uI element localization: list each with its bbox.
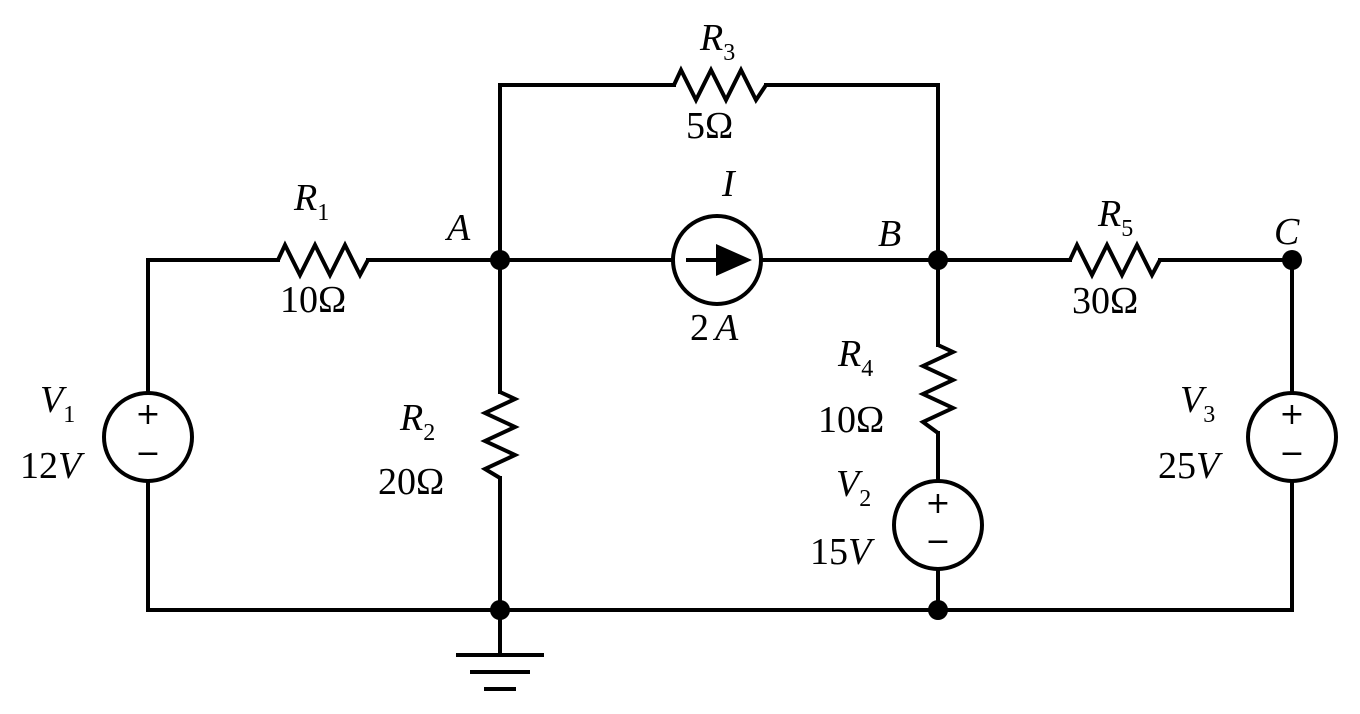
v1-plus-sign: + bbox=[135, 397, 160, 432]
resistor-r2 bbox=[480, 390, 520, 480]
v2-value: 15V bbox=[810, 531, 875, 573]
wire-v1-to-r1 bbox=[146, 258, 280, 395]
current-source-i bbox=[671, 214, 763, 306]
v3-value: 25V bbox=[1158, 445, 1223, 487]
v1-minus-sign: − bbox=[135, 436, 160, 471]
node-dot-a bbox=[490, 250, 510, 270]
voltage-source-v3: + − bbox=[1246, 391, 1338, 483]
resistor-r5 bbox=[1068, 240, 1162, 280]
r5-label: R5 bbox=[1097, 193, 1133, 242]
wires bbox=[146, 83, 1294, 657]
node-dot-b bbox=[928, 250, 948, 270]
r2-value: 20Ω bbox=[378, 461, 444, 503]
node-label-b: B bbox=[878, 213, 901, 255]
ground-symbol bbox=[456, 653, 544, 691]
voltage-source-v1: + − bbox=[102, 391, 194, 483]
v1-label: V1 bbox=[40, 379, 75, 428]
wire-v3-to-ground bbox=[498, 480, 1294, 612]
v2-label: V2 bbox=[836, 463, 871, 512]
node-dot-ground-right bbox=[928, 600, 948, 620]
r1-label: R1 bbox=[293, 177, 329, 226]
i-label: I bbox=[721, 163, 737, 205]
node-dot-ground-left bbox=[490, 600, 510, 620]
r4-value: 10Ω bbox=[818, 399, 884, 441]
resistor-r1 bbox=[276, 240, 370, 280]
r1-value: 10Ω bbox=[280, 279, 346, 321]
node-label-c: C bbox=[1274, 211, 1300, 253]
resistor-r4 bbox=[918, 343, 958, 435]
r2-label: R2 bbox=[399, 397, 435, 446]
r3-value: 5Ω bbox=[686, 105, 733, 147]
r5-value: 30Ω bbox=[1072, 280, 1138, 322]
wire-r3-to-b bbox=[764, 83, 940, 262]
r3-label: R3 bbox=[699, 17, 735, 66]
resistor-r3 bbox=[672, 65, 768, 105]
v2-plus-sign: + bbox=[925, 486, 950, 521]
current-arrow-head bbox=[716, 244, 752, 276]
wire-a-to-r3 bbox=[498, 83, 676, 262]
v3-minus-sign: − bbox=[1279, 436, 1304, 471]
v3-label: V3 bbox=[1180, 379, 1215, 428]
node-label-a: A bbox=[444, 207, 471, 249]
v1-value: 12V bbox=[20, 445, 85, 487]
voltage-source-v2: + − bbox=[892, 479, 984, 571]
r4-label: R4 bbox=[837, 333, 873, 382]
v3-plus-sign: + bbox=[1279, 397, 1304, 432]
node-dot-c bbox=[1282, 250, 1302, 270]
wire-v1-to-ground bbox=[146, 480, 502, 612]
v2-minus-sign: − bbox=[925, 524, 950, 559]
